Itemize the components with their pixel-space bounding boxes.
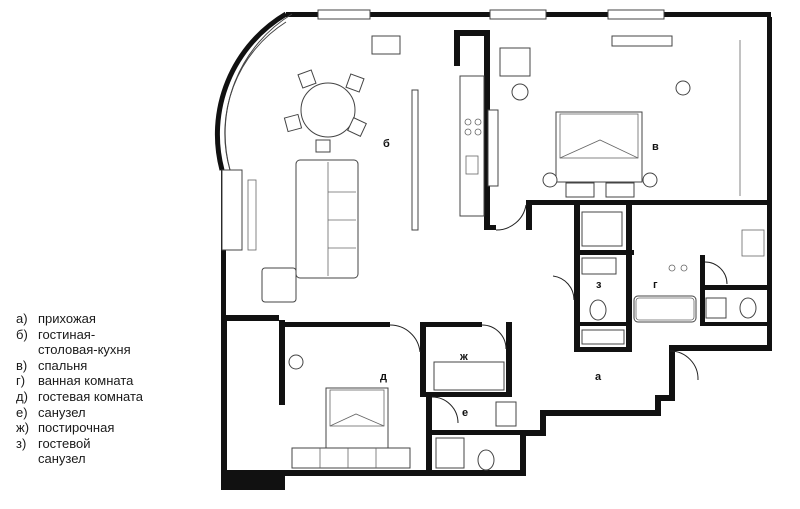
room-label-wc: е [462,407,468,419]
legend-key: г) [16,373,26,389]
room-legend: а) прихожая б) гостиная- столовая-кухня … [16,311,206,467]
legend-item-laundry: ж) постирочная [16,420,206,436]
legend-text: прихожая [38,311,96,326]
legend-item-wc: е) санузел [16,405,206,421]
guest-room-furniture [288,354,517,471]
legend-text: ванная комната [38,373,134,389]
window [317,9,371,20]
legend-text: гостевой санузел [38,435,91,467]
room-label-laundry: ж [459,351,468,363]
legend-key: в) [16,357,28,373]
legend-key: б) [16,326,28,342]
room-label-entry: а [595,371,602,383]
legend-text: гостиная- столовая-кухня [38,326,131,358]
legend-key: з) [16,435,27,451]
room-label-living: б [383,138,390,150]
window [221,169,243,251]
legend-key: ж) [16,420,30,436]
window [489,9,547,20]
legend-key: а) [16,311,28,326]
interior-walls [285,30,771,472]
living-room-furniture [261,35,499,303]
legend-key: д) [16,388,28,404]
legend-item-guest-wc: з) гостевой санузел [16,436,206,467]
legend-item-bedroom: в) спальня [16,358,206,374]
window [607,9,665,20]
legend-text: санузел [38,404,86,420]
bedroom-furniture [499,35,765,257]
legend-item-entry-hall: а) прихожая [16,311,206,327]
legend-item-bathroom: г) ванная комната [16,373,206,389]
legend-item-guest-room: д) гостевая комната [16,389,206,405]
legend-key: е) [16,404,28,420]
legend-text: постирочная [38,420,115,436]
door-swings [389,204,728,424]
legend-text: гостевая комната [38,388,144,404]
exterior-walls [214,9,772,490]
room-label-bathroom: г [653,279,658,291]
bathroom-fixtures [581,211,757,345]
room-label-guest-wc: з [596,279,602,291]
room-label-guest-room: д [380,371,387,383]
room-label-bedroom: в [652,141,659,153]
legend-item-living-dining-kitchen: б) гостиная- столовая-кухня [16,327,206,358]
legend-text: спальня [38,357,88,373]
